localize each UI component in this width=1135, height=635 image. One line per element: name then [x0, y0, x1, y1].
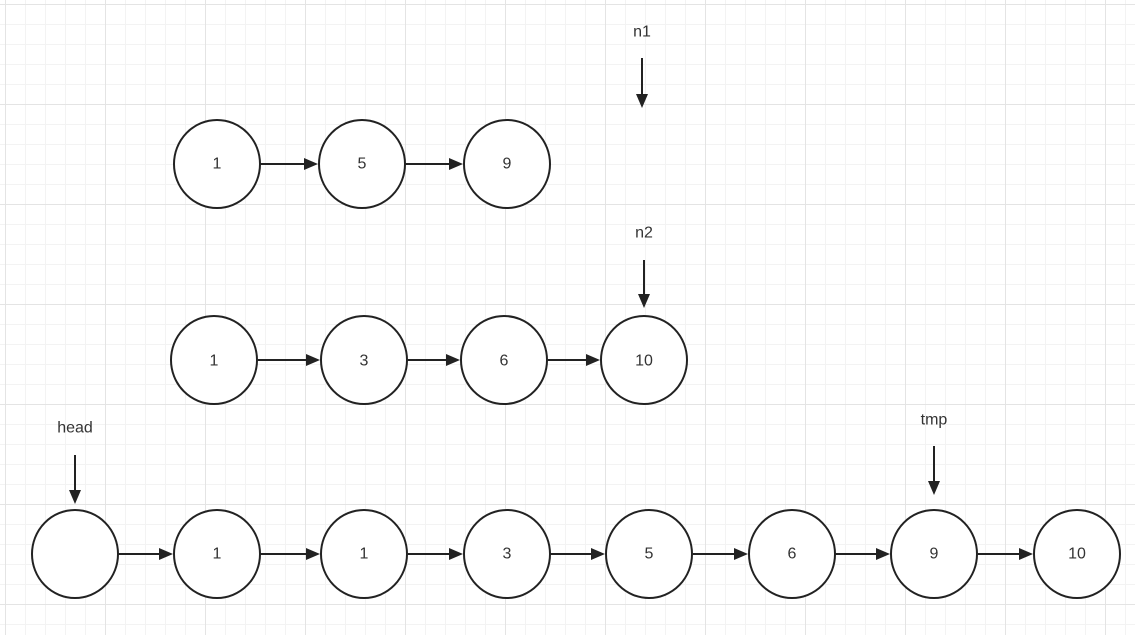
list1-node-1-label: 1: [213, 156, 222, 173]
pointer-head-label: head: [57, 420, 93, 437]
list1: 1 5 9: [173, 119, 551, 209]
pointer-tmp-label: tmp: [921, 412, 948, 429]
list2-node-2-label: 3: [360, 353, 369, 370]
merged-edge-4-arrowhead: [591, 548, 605, 560]
list1-node-1: [173, 119, 261, 209]
merged-node-4: [605, 509, 693, 599]
pointer-head-arrowhead: [69, 490, 81, 504]
pointer-tmp: tmp: [921, 412, 948, 495]
list2-node-2: [320, 315, 408, 405]
pointer-n1-arrowhead: [636, 94, 648, 108]
merged-edge-2-arrowhead: [306, 548, 320, 560]
list2-node-4-label: 10: [635, 353, 653, 370]
merged-edge-3-arrowhead: [449, 548, 463, 560]
list2-edge-1-arrowhead: [306, 354, 320, 366]
merged-edge-6-arrowhead: [876, 548, 890, 560]
merged-node-2-label: 1: [360, 546, 369, 563]
pointer-n2-arrowhead: [638, 294, 650, 308]
merged-list: 1 1 3 5 6 9 10: [31, 509, 1121, 599]
pointer-head: head: [57, 420, 93, 504]
list2-node-3-label: 6: [500, 353, 509, 370]
merged-node-6: [890, 509, 978, 599]
pointer-n1-label: n1: [633, 24, 651, 41]
list1-node-2: [318, 119, 406, 209]
list2-node-3: [460, 315, 548, 405]
merged-edge-1-arrowhead: [159, 548, 173, 560]
pointer-n2-label: n2: [635, 225, 653, 242]
merged-node-1-label: 1: [213, 546, 222, 563]
list2-node-1: [170, 315, 258, 405]
list1-node-2-label: 5: [358, 156, 367, 173]
list2-node-1-label: 1: [210, 353, 219, 370]
pointer-n1: n1: [633, 24, 651, 108]
merged-node-4-label: 5: [645, 546, 654, 563]
merged-node-1: [173, 509, 261, 599]
list2-edge-2-arrowhead: [446, 354, 460, 366]
list2-edge-3-arrowhead: [586, 354, 600, 366]
list1-node-3-label: 9: [503, 156, 512, 173]
merged-node-2: [320, 509, 408, 599]
merged-node-7: [1033, 509, 1121, 599]
merged-node-5: [748, 509, 836, 599]
merged-edge-7-arrowhead: [1019, 548, 1033, 560]
list2: 1 3 6 10: [170, 315, 688, 405]
merged-node-3: [463, 509, 551, 599]
merged-node-6-label: 9: [930, 546, 939, 563]
merged-node-7-label: 10: [1068, 546, 1086, 563]
pointer-n2: n2: [635, 225, 653, 308]
list2-node-4: [600, 315, 688, 405]
list1-edge-1-arrowhead: [304, 158, 318, 170]
pointer-tmp-arrowhead: [928, 481, 940, 495]
list1-node-3: [463, 119, 551, 209]
merged-node-3-label: 3: [503, 546, 512, 563]
list1-edge-2-arrowhead: [449, 158, 463, 170]
merged-edge-5-arrowhead: [734, 548, 748, 560]
merged-node-dummy: [31, 509, 119, 599]
merged-node-5-label: 6: [788, 546, 797, 563]
